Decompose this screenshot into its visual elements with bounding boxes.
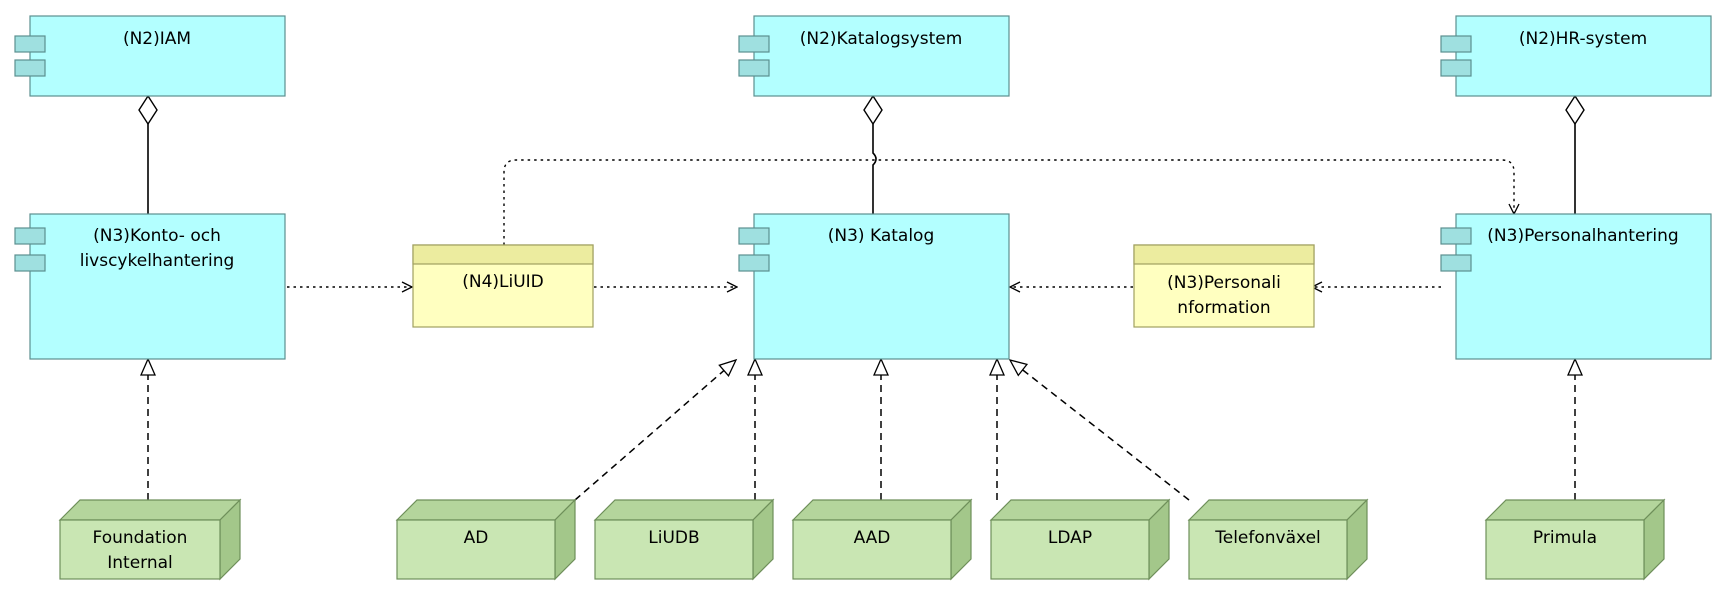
node-label-line1: Foundation: [93, 528, 188, 548]
component-n2-katalogsystem[interactable]: (N2)Katalogsystem: [738, 15, 1010, 97]
data-object-label-line2: nformation: [1177, 298, 1270, 318]
component-label: (N2)Katalogsystem: [800, 29, 963, 49]
node-ad[interactable]: AD: [395, 498, 577, 581]
component-port-icon: [1440, 35, 1472, 53]
component-n3-personalhantering[interactable]: (N3)Personalhantering: [1440, 213, 1712, 360]
data-object-header: [1133, 244, 1315, 265]
data-object-header: [412, 244, 594, 265]
node-aad[interactable]: AAD: [791, 498, 973, 581]
data-object-n4-liuid[interactable]: (N4)LiUID: [412, 244, 594, 328]
component-n3-katalog[interactable]: (N3) Katalog: [738, 213, 1010, 360]
component-port-icon: [738, 59, 770, 77]
node-label: LDAP: [1048, 528, 1092, 548]
aggregation-diamond-icon: [138, 94, 158, 126]
component-port-icon: [14, 227, 46, 245]
component-port-icon: [1440, 227, 1472, 245]
node-label: Primula: [1533, 528, 1597, 548]
aggregation-katalogsystem-katalog[interactable]: [863, 94, 883, 214]
node-label: AAD: [854, 528, 891, 548]
component-n2-hr-system[interactable]: (N2)HR-system: [1440, 15, 1712, 97]
node-liudb[interactable]: LiUDB: [593, 498, 775, 581]
node-foundation-internal[interactable]: Foundation Internal: [58, 498, 242, 581]
component-port-icon: [14, 59, 46, 77]
component-port-icon: [1440, 254, 1472, 272]
aggregation-diamond-icon: [1565, 94, 1585, 126]
node-label-line2: Internal: [107, 553, 173, 573]
data-object-n3-personalinformation[interactable]: (N3)Personali nformation: [1133, 244, 1315, 328]
component-port-icon: [1440, 59, 1472, 77]
component-port-icon: [14, 254, 46, 272]
data-object-label: (N4)LiUID: [462, 272, 544, 292]
component-n2-iam[interactable]: (N2)IAM: [14, 15, 286, 97]
aggregation-iam-konto[interactable]: [138, 94, 158, 214]
node-label: LiUDB: [648, 528, 699, 548]
component-label: (N2)IAM: [123, 29, 191, 49]
component-port-icon: [738, 227, 770, 245]
component-label-line1: (N3)Konto- och: [93, 226, 221, 246]
aggregation-hr-personal[interactable]: [1565, 94, 1585, 214]
node-label: AD: [464, 528, 489, 548]
data-object-label-line1: (N3)Personali: [1167, 273, 1281, 293]
component-label: (N3)Personalhantering: [1487, 226, 1678, 246]
node-label: Telefonväxel: [1214, 528, 1321, 548]
component-label: (N2)HR-system: [1519, 29, 1647, 49]
component-port-icon: [738, 35, 770, 53]
realization-telefonvaxel-katalog[interactable]: [1008, 359, 1190, 501]
node-ldap[interactable]: LDAP: [989, 498, 1171, 581]
component-label-line2: livscykelhantering: [80, 251, 235, 271]
component-port-icon: [14, 35, 46, 53]
access-liuid-personalhantering[interactable]: [503, 159, 1514, 245]
realization-ad-katalog[interactable]: [574, 358, 738, 501]
component-n3-konto-livscykelhantering[interactable]: (N3)Konto- och livscykelhantering: [14, 213, 286, 360]
node-telefonvaxel[interactable]: Telefonväxel: [1187, 498, 1369, 581]
aggregation-diamond-icon: [863, 94, 883, 126]
component-label: (N3) Katalog: [828, 226, 934, 246]
component-port-icon: [738, 254, 770, 272]
node-primula[interactable]: Primula: [1484, 498, 1666, 581]
